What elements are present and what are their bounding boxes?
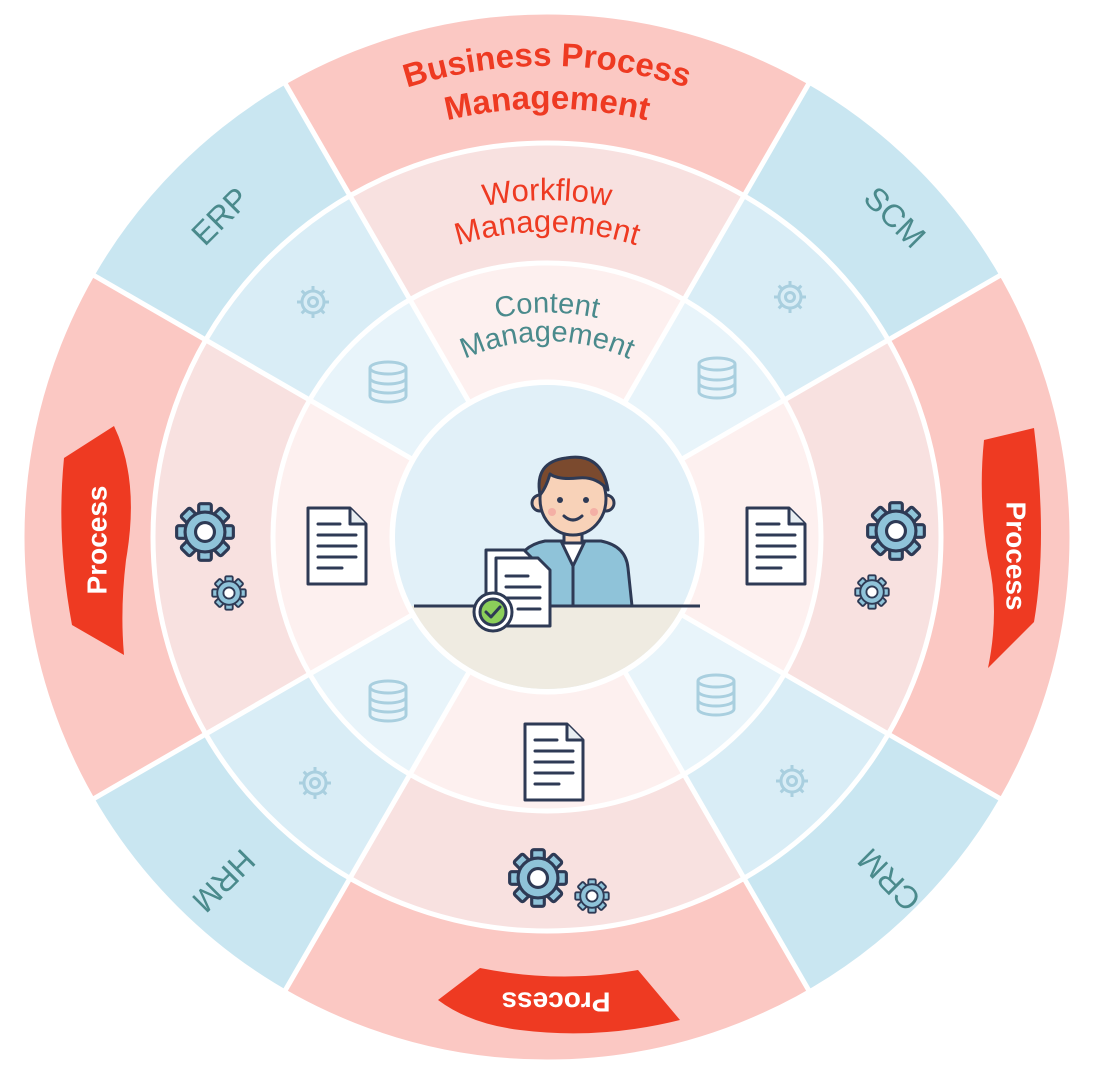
sector-divider <box>680 612 1003 802</box>
process-label-left: Process <box>81 486 112 595</box>
ring-dividers <box>19 9 1075 1065</box>
ring-separator <box>150 140 944 934</box>
workflow-label-line1: Workflow <box>480 172 615 213</box>
hair <box>537 455 610 497</box>
ring-separator <box>19 9 1075 1065</box>
checkmark-badge-icon <box>472 591 514 633</box>
inner-ring-pink-sector <box>410 263 684 402</box>
sector-divider <box>622 81 812 404</box>
sector-divider <box>622 670 812 993</box>
document-icon <box>306 506 368 586</box>
middle-ring-blue-sector <box>684 674 888 878</box>
outer-ring-blue-sector <box>744 734 1002 992</box>
smile <box>562 514 584 522</box>
outer-ring-blue-sector <box>92 734 350 992</box>
process-arrow-left: Process <box>61 426 131 655</box>
process-label-right: Process <box>1001 502 1032 611</box>
arrow-shape <box>981 428 1041 668</box>
outer-ring-pink-sector <box>284 879 810 1062</box>
ring-separator <box>389 379 705 695</box>
arrow-shape <box>438 968 680 1034</box>
document-icon <box>745 506 807 586</box>
sector-divider <box>282 81 472 404</box>
middle-ring-pink-sector <box>350 775 744 930</box>
middle-ring-pink-sector <box>350 143 744 299</box>
process-label-bottom: Process <box>502 987 611 1018</box>
content-label: Content <box>492 287 603 325</box>
process-arrow-right: Process <box>981 428 1041 668</box>
outer-ring-blue-sector <box>92 82 350 340</box>
arrow-shape <box>61 426 131 655</box>
content-label-line1: Content <box>492 287 603 325</box>
sector-divider <box>91 612 414 802</box>
middle-ring-pink-sector <box>785 340 940 734</box>
ring-separator <box>270 260 824 814</box>
center-documents <box>472 548 552 633</box>
middle-ring-blue-sector <box>206 196 410 400</box>
sector-divider <box>680 272 1003 462</box>
workflow-label: Workflow <box>480 172 615 213</box>
inner-ring-blue-sector <box>310 300 469 459</box>
outer-ring-blue-sector <box>744 82 1002 340</box>
process-arrow-bottom: Process <box>438 968 680 1034</box>
outer-ring-pink-sector <box>284 11 810 195</box>
document-icon <box>523 722 585 802</box>
outer-ring-pink-sector <box>889 274 1072 800</box>
sector-divider <box>91 272 414 462</box>
sector-divider <box>282 670 472 993</box>
